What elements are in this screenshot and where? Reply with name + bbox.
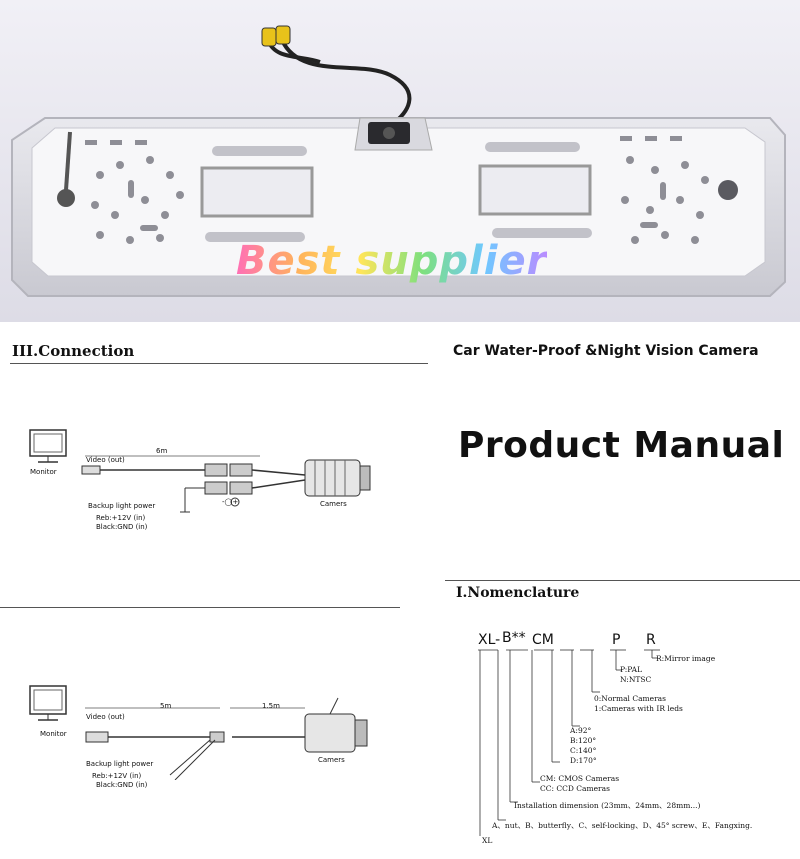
note-c140: C:140° xyxy=(570,746,597,755)
d1-camera-label: Camers xyxy=(320,500,347,508)
note-a92: A:92° xyxy=(570,726,592,735)
d1-red: Reb:+12V (in) xyxy=(96,514,146,522)
d1-backup-light: Backup light power xyxy=(88,502,156,510)
d1-black: Black:GND (in) xyxy=(96,523,148,531)
note-xl: XL xyxy=(482,836,493,845)
d2-monitor-label: Monitor xyxy=(40,730,67,738)
nomenclature-divider xyxy=(445,580,800,581)
watermark-text: Best supplier xyxy=(236,238,548,284)
d1-monitor-label: Monitor xyxy=(30,468,57,476)
d1-video-out: Video (out) xyxy=(86,456,125,464)
connection-title: III.Connection xyxy=(12,342,135,360)
note-ntsc: N:NTSC xyxy=(620,675,652,684)
code-xl: XL- xyxy=(478,632,501,648)
note-ir: 1:Cameras with IR leds xyxy=(594,704,683,713)
note-pal: P:PAL xyxy=(620,665,643,674)
note-d170: D:170° xyxy=(570,756,597,765)
d1-length: 6m xyxy=(156,447,168,455)
d2-length-b: 1.5m xyxy=(262,702,280,710)
note-install: Installation dimension (23mm、24mm、28mm..… xyxy=(514,801,701,810)
note-ccd: CC: CCD Cameras xyxy=(540,784,610,793)
connection-diagram-6m xyxy=(29,429,371,513)
note-cmos: CM: CMOS Cameras xyxy=(540,774,620,783)
code-cm: CM xyxy=(532,632,554,648)
connection-divider xyxy=(10,363,428,364)
d1-polarity: -◯+ xyxy=(222,498,239,506)
manual-title: Product Manual xyxy=(458,425,785,466)
note-normal: 0:Normal Cameras xyxy=(594,694,666,703)
d2-black: Black:GND (in) xyxy=(96,781,148,789)
code-b: B** xyxy=(502,630,526,646)
connection-diagram-5m xyxy=(29,685,368,780)
note-mirror: R:Mirror image xyxy=(656,654,716,663)
d2-video-out: Video (out) xyxy=(86,713,125,721)
product-photo xyxy=(0,0,800,322)
note-types: A、nut、B、butterfly、C、self-locking、D、45° s… xyxy=(492,821,753,830)
diagram-divider xyxy=(0,607,400,608)
nomenclature-tree xyxy=(478,649,660,836)
code-r: R xyxy=(646,632,656,648)
manual-subtitle: Car Water-Proof &Night Vision Camera xyxy=(453,343,759,359)
d2-length-a: 5m xyxy=(160,702,172,710)
nomenclature-title: I.Nomenclature xyxy=(456,585,580,601)
code-p: P xyxy=(612,632,621,648)
d2-backup-light: Backup light power xyxy=(86,760,154,768)
d2-camera-label: Camers xyxy=(318,756,345,764)
note-b120: B:120° xyxy=(570,736,597,745)
d2-red: Reb:+12V (in) xyxy=(92,772,142,780)
